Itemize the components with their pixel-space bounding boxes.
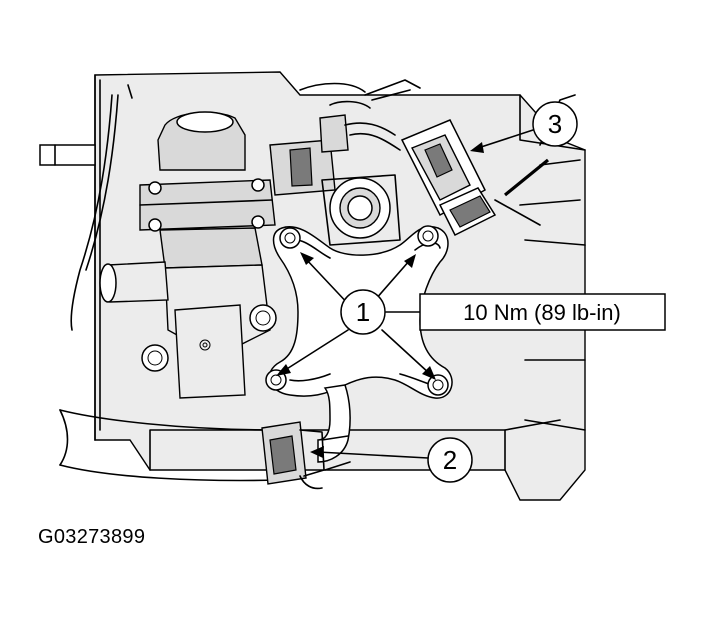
- sensor-3: [400, 119, 550, 237]
- callout-3-label: 3: [548, 109, 562, 139]
- callout-1-label: 1: [356, 297, 370, 327]
- callout-2-label: 2: [443, 445, 457, 475]
- upper-connectors: [269, 79, 421, 246]
- callout-3: 3: [470, 101, 578, 153]
- torque-spec-label: 10 Nm (89 lb-in): [463, 300, 621, 325]
- callout-1: 1: [276, 252, 436, 380]
- lower-hose: [59, 384, 351, 490]
- egr-valve: [99, 111, 277, 399]
- callout-2: 2: [310, 437, 473, 483]
- figure-id: G03273899: [38, 526, 146, 548]
- torque-spec-box: 10 Nm (89 lb-in): [419, 293, 666, 331]
